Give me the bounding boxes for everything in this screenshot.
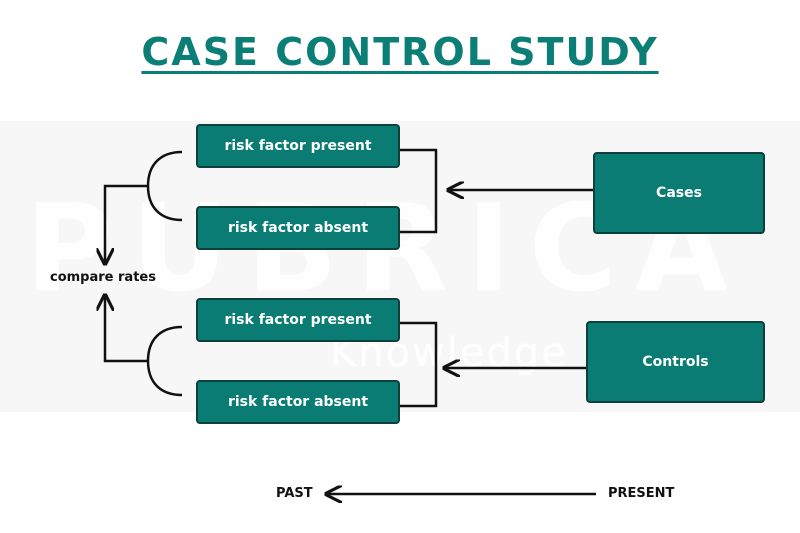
cases-to-compare [105,184,148,262]
page-title-text: CASE CONTROL STUDY [141,30,659,74]
cases-risk-absent-box: risk factor absent [196,206,400,250]
timeline-past-label: PAST [276,486,313,501]
controls-to-compare [105,297,148,363]
page-title: CASE CONTROL STUDY [0,30,800,74]
cases-box: Cases [593,152,765,234]
compare-rates-label: compare rates [50,270,156,285]
controls-box: Controls [586,321,765,403]
controls-risk-present-box: risk factor present [196,298,400,342]
timeline-present-label: PRESENT [608,486,675,501]
controls-bracket [400,321,438,408]
cases-risk-present-box: risk factor present [196,124,400,168]
controls-left-curve [146,325,183,397]
cases-left-curve [146,150,183,222]
cases-bracket [400,148,438,234]
controls-risk-absent-box: risk factor absent [196,380,400,424]
